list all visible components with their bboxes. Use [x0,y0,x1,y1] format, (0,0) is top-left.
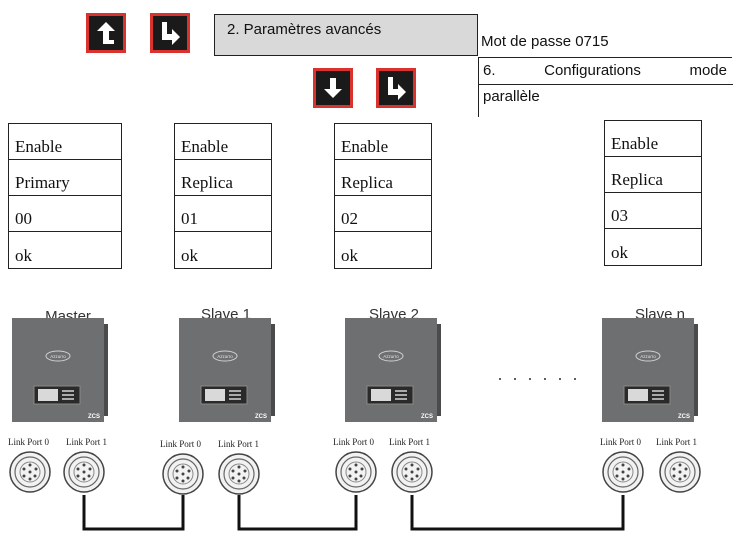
enter-button-2[interactable] [376,68,416,108]
slave2-settings-column: Enable Replica 02 ok [334,123,432,269]
setting-row: ok [15,246,32,265]
setting-row: Enable [605,121,701,157]
master-inverter: Azzurro ZCS [12,318,108,422]
setting-row: 01 [175,196,271,232]
link-port-1-connector [659,451,701,493]
ellipsis: · · · · · · [497,368,580,388]
link-port-0-label: Link Port 0 [333,437,375,447]
link-port-1-connector [63,451,105,493]
brand-logo: Azzurro [640,354,656,359]
zcs-badge: ZCS [255,414,267,420]
setting-row: 02 [335,196,431,232]
config-word-2: Configurations [544,62,641,79]
setting-row: 00 [9,196,121,232]
setting-row: Enable [335,124,431,160]
up-button[interactable] [86,13,126,53]
config-divider [479,84,733,85]
link-port-1-connector [218,453,260,495]
setting-row: 03 [605,193,701,229]
setting-row: ok [341,246,358,265]
link-port-0-label: Link Port 0 [8,437,50,447]
setting-row: Enable [175,124,271,160]
config-word-1: 6. [483,62,496,79]
link-port-1-label: Link Port 1 [389,437,431,447]
down-arrow-icon [324,78,342,98]
up-arrow-icon [97,22,115,44]
config-line-2: parallèle [483,88,540,105]
slave2-inverter: Azzurro ZCS [345,318,441,422]
enter-arrow-icon [388,77,406,100]
enter-arrow-icon [162,22,180,45]
link-port-0-label: Link Port 0 [600,437,642,447]
link-port-1-label: Link Port 1 [656,437,698,447]
brand-logo: Azzurro [50,354,66,359]
setting-row: ok [611,243,628,262]
slave1-inverter: Azzurro ZCS [179,318,275,422]
setting-row: Enable [9,124,121,160]
down-button[interactable] [313,68,353,108]
password-label: Mot de passe 0715 [481,33,609,50]
master-settings-column: Enable Primary 00 ok [8,123,122,269]
zcs-badge: ZCS [678,414,690,420]
link-port-0-connector [602,451,644,493]
link-port-1-connector [391,451,433,493]
link-port-0-connector [162,453,204,495]
setting-row: Replica [175,160,271,196]
slaven-inverter: Azzurro ZCS [602,318,698,422]
brand-logo: Azzurro [217,354,233,359]
setting-row: Primary [9,160,121,196]
link-port-1-label: Link Port 1 [218,439,260,449]
zcs-badge: ZCS [88,414,100,420]
menu-title-box: 2. Paramètres avancés [214,14,478,56]
config-word-3: mode [689,62,727,79]
slave1-settings-column: Enable Replica 01 ok [174,123,272,269]
config-mode-box: 6. Configurations mode parallèle [478,57,733,117]
setting-row: Replica [605,157,701,193]
zcs-badge: ZCS [421,414,433,420]
link-port-0-connector [335,451,377,493]
link-port-0-label: Link Port 0 [160,439,202,449]
slaven-settings-column: Enable Replica 03 ok [604,120,702,266]
menu-title: 2. Paramètres avancés [227,21,382,38]
link-port-0-connector [9,451,51,493]
link-port-1-label: Link Port 1 [66,437,108,447]
brand-logo: Azzurro [383,354,399,359]
setting-row: ok [181,246,198,265]
setting-row: Replica [335,160,431,196]
enter-button[interactable] [150,13,190,53]
